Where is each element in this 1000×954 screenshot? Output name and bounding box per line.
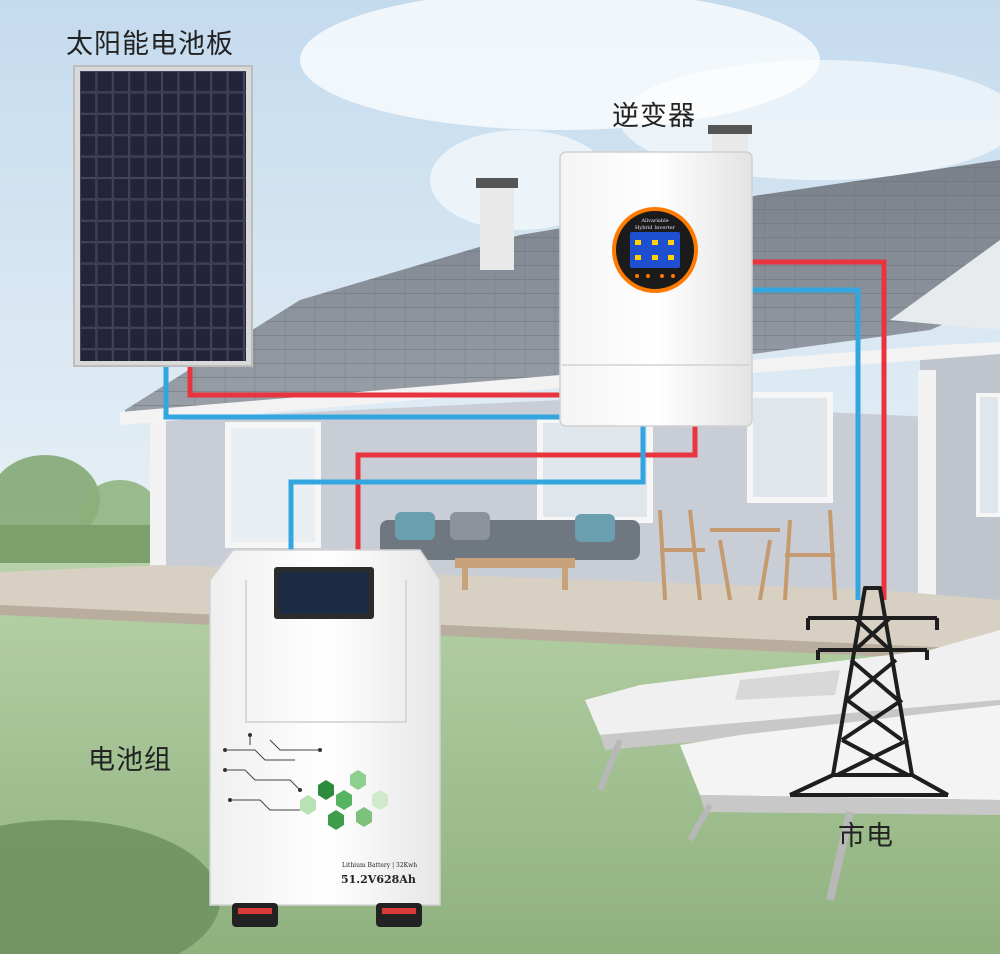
window bbox=[225, 422, 321, 548]
window bbox=[747, 392, 833, 503]
inverter-brand-text: Allvariable bbox=[641, 218, 669, 224]
sun-lounger bbox=[680, 705, 1000, 800]
porch-post bbox=[918, 370, 936, 600]
battery-hexagons bbox=[300, 770, 388, 830]
window bbox=[976, 393, 1000, 517]
lounger-towel bbox=[735, 670, 840, 700]
wiring bbox=[163, 259, 887, 600]
sofa-cushion bbox=[575, 514, 615, 542]
wire-solar-positive bbox=[187, 364, 565, 398]
inverter-display-icons bbox=[635, 240, 674, 260]
power-pylon-icon bbox=[789, 586, 949, 797]
inverter-display-screen bbox=[630, 232, 680, 268]
wire-battery-positive bbox=[355, 425, 698, 552]
wire-solar-negative bbox=[163, 364, 565, 420]
lounger-leg bbox=[826, 811, 854, 901]
inverter-model-text: Hybrid Inverter bbox=[635, 225, 675, 231]
patio-chairs bbox=[658, 509, 837, 601]
porch-post bbox=[150, 420, 166, 570]
battery-wheel-stripe bbox=[238, 908, 272, 914]
battery-circuit-dots bbox=[223, 733, 322, 802]
sun-lounger-edge bbox=[700, 795, 1000, 815]
tree bbox=[0, 455, 100, 545]
wire-grid-positive bbox=[752, 259, 887, 600]
sofa-cushion bbox=[395, 512, 435, 540]
battery-capacity-text: 51.2V628Ah bbox=[341, 873, 416, 886]
battery-wheel bbox=[376, 903, 422, 927]
solar-panel-label: 太阳能电池板 bbox=[66, 29, 234, 60]
lounger-leg bbox=[687, 803, 713, 842]
battery-wheel bbox=[232, 903, 278, 927]
battery-brand-text: Lithium Battery | 32Kwh bbox=[342, 862, 418, 869]
sofa-cushion bbox=[450, 512, 490, 540]
gable bbox=[890, 240, 1000, 330]
battery-label: 电池组 bbox=[88, 745, 172, 776]
battery-body bbox=[209, 549, 441, 906]
solar-panel-cells bbox=[80, 71, 246, 361]
inverter-label: 逆变器 bbox=[612, 101, 696, 132]
inverter-buttons bbox=[635, 274, 675, 278]
coffee-table bbox=[455, 558, 575, 568]
battery-screen bbox=[279, 572, 369, 614]
bush bbox=[0, 820, 220, 954]
lounger-leg bbox=[597, 738, 623, 792]
battery-door-seam bbox=[245, 580, 407, 723]
chimney-cap bbox=[708, 125, 752, 134]
hedge bbox=[0, 525, 160, 563]
solar-panel bbox=[73, 65, 253, 367]
battery-wheel-stripe bbox=[382, 908, 416, 914]
battery-bank bbox=[209, 549, 441, 927]
table-leg bbox=[462, 568, 468, 590]
window bbox=[537, 417, 653, 523]
inverter bbox=[559, 151, 753, 427]
grid-label: 市电 bbox=[838, 821, 894, 852]
wire-battery-negative bbox=[288, 425, 646, 552]
chimney bbox=[480, 185, 514, 270]
table-leg bbox=[562, 568, 568, 590]
wire-grid-negative bbox=[752, 287, 861, 600]
chimney-cap bbox=[476, 178, 518, 188]
